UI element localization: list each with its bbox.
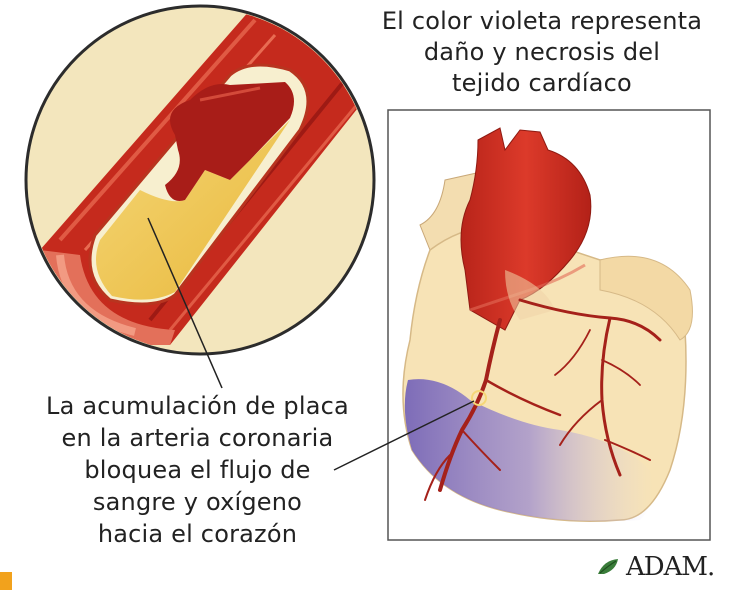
necrosis-caption: El color violeta representa daño y necro… — [352, 6, 732, 99]
adam-leaf-icon — [596, 556, 622, 578]
necrosis-caption-line-1: El color violeta representa — [352, 6, 732, 37]
adam-logo: ADAM. — [596, 551, 714, 583]
plaque-caption-line-4: sangre y oxígeno — [10, 486, 385, 518]
pointer-to-plaque — [148, 218, 222, 388]
plaque-caption-line-2: en la arteria coronaria — [10, 422, 385, 454]
adam-logo-text: ADAM. — [626, 552, 714, 582]
plaque-caption-line-3: bloquea el flujo de — [10, 454, 385, 486]
necrosis-caption-line-2: daño y necrosis del — [352, 37, 732, 68]
corner-marker — [0, 572, 12, 590]
necrosis-caption-line-3: tejido cardíaco — [352, 68, 732, 99]
plaque-caption-line-5: hacia el corazón — [10, 518, 385, 550]
plaque-caption: La acumulación de placa en la arteria co… — [10, 390, 385, 550]
plaque-caption-line-1: La acumulación de placa — [10, 390, 385, 422]
